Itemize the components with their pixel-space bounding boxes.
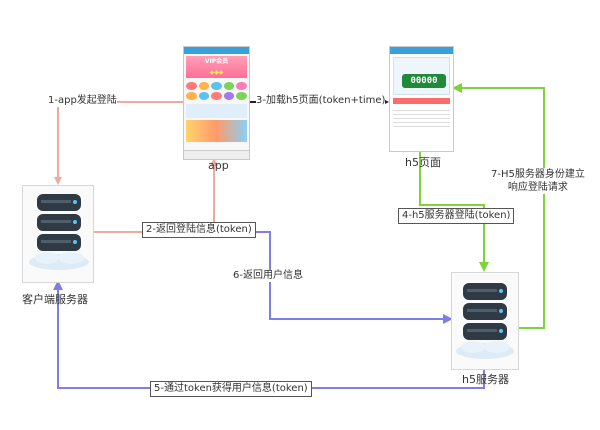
app-banner-text: VIP会员 xyxy=(204,58,229,65)
app-icon-grid xyxy=(184,80,249,102)
h5-page-caption: h5页面 xyxy=(405,156,441,169)
h5-server-caption: h5服务器 xyxy=(462,373,509,386)
h5-status-bar xyxy=(390,47,453,54)
server-icon xyxy=(456,283,514,359)
app-banner: VIP会员 ◆◆◆ xyxy=(186,56,247,78)
label-step3: 3-加载h5页面(token+time) xyxy=(256,95,386,107)
app-phone-mockup: VIP会员 ◆◆◆ xyxy=(183,46,250,160)
app-caption: app xyxy=(208,159,229,172)
label-step7-line1: 7-H5服务器身份建立 xyxy=(491,169,585,180)
arrow-step4 xyxy=(419,150,489,272)
h5-prize-panel: 00000 xyxy=(393,57,450,95)
h5-button-row xyxy=(393,98,450,104)
label-step6: 6-返回用户信息 xyxy=(233,270,303,282)
label-step1: 1-app发起登陆 xyxy=(48,95,117,107)
label-step5: 5-通过token获得用户信息(token) xyxy=(150,381,312,397)
h5-server-node xyxy=(451,272,519,370)
label-step2: 2-返回登陆信息(token) xyxy=(142,222,256,238)
app-content-block xyxy=(186,104,247,118)
label-step7-line2: 响应登陆请求 xyxy=(507,182,568,193)
client-server-node xyxy=(22,185,94,283)
h5-phone-mockup: 00000 xyxy=(389,46,454,152)
arrow-step7 xyxy=(452,83,545,329)
server-icon xyxy=(29,194,89,270)
label-step7: 7-H5服务器身份建立 响应登陆请求 xyxy=(491,168,585,194)
client-server-caption: 客户端服务器 xyxy=(22,293,88,306)
app-status-bar xyxy=(184,47,249,54)
h5-counter-text: 00000 xyxy=(410,76,438,86)
h5-counter: 00000 xyxy=(402,74,446,88)
app-tab-bar xyxy=(184,150,249,159)
h5-text-lines xyxy=(393,107,450,129)
arrow-step1 xyxy=(54,101,183,185)
label-step4: 4-h5服务器登陆(token) xyxy=(398,208,515,224)
app-promo-block xyxy=(186,120,247,142)
